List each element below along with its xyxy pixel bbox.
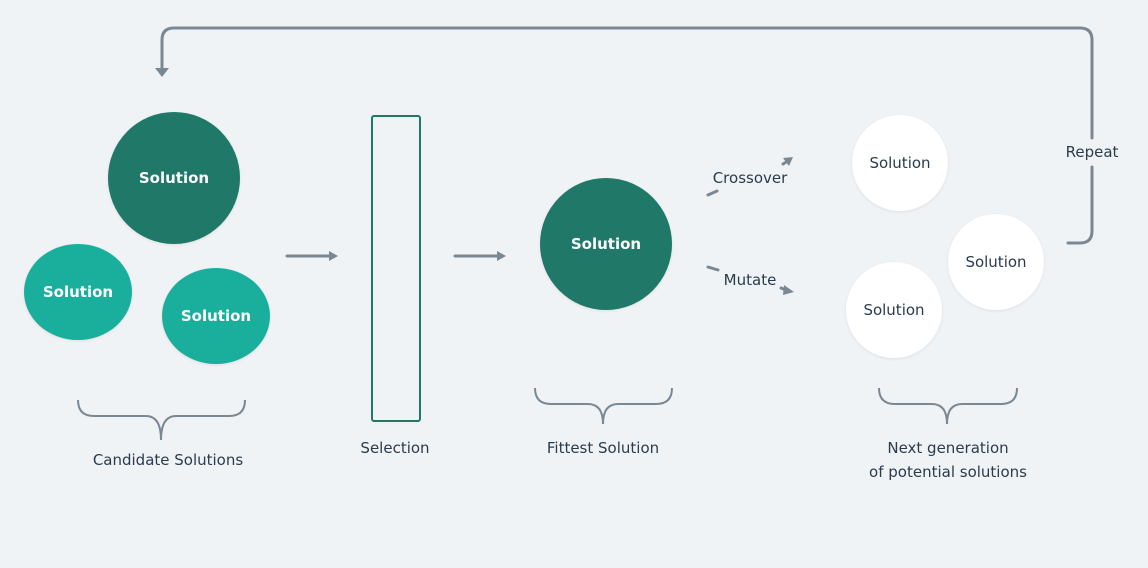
candidate-solution-node: Solution (162, 268, 270, 364)
next-gen-brace (878, 387, 1018, 425)
candidates-brace (77, 399, 246, 441)
fittest-brace (534, 387, 673, 425)
crossover-label: Crossover (712, 169, 788, 187)
mutate-arrowhead-icon (783, 285, 794, 295)
candidate-solution-node: Solution (24, 244, 132, 340)
next-gen-solution-node: Solution (846, 262, 942, 358)
crossover-arrow-tail (706, 189, 719, 197)
fittest-solution-node: Solution (540, 178, 672, 310)
repeat-arrowhead-icon (155, 68, 169, 77)
crossover-arrowhead-icon (783, 157, 793, 166)
selection-box (371, 115, 421, 422)
candidate-solution-node: Solution (108, 112, 240, 244)
mutate-arrow-tail (706, 265, 720, 272)
repeat-loop-arrow (1066, 165, 1094, 245)
repeat-label: Repeat (1065, 143, 1119, 161)
next-gen-solution-node: Solution (852, 115, 948, 211)
mutate-label: Mutate (723, 271, 777, 289)
next-gen-caption-line1: Next generation (887, 439, 1009, 457)
candidates-caption: Candidate Solutions (92, 451, 244, 469)
next-gen-solution-node: Solution (948, 214, 1044, 310)
next-gen-caption-line2: of potential solutions (869, 463, 1027, 481)
arrowhead-icon (329, 251, 338, 261)
arrowhead-icon (497, 251, 506, 261)
repeat-loop-top (160, 26, 1094, 140)
fittest-caption: Fittest Solution (546, 439, 660, 457)
selection-caption: Selection (360, 439, 430, 457)
